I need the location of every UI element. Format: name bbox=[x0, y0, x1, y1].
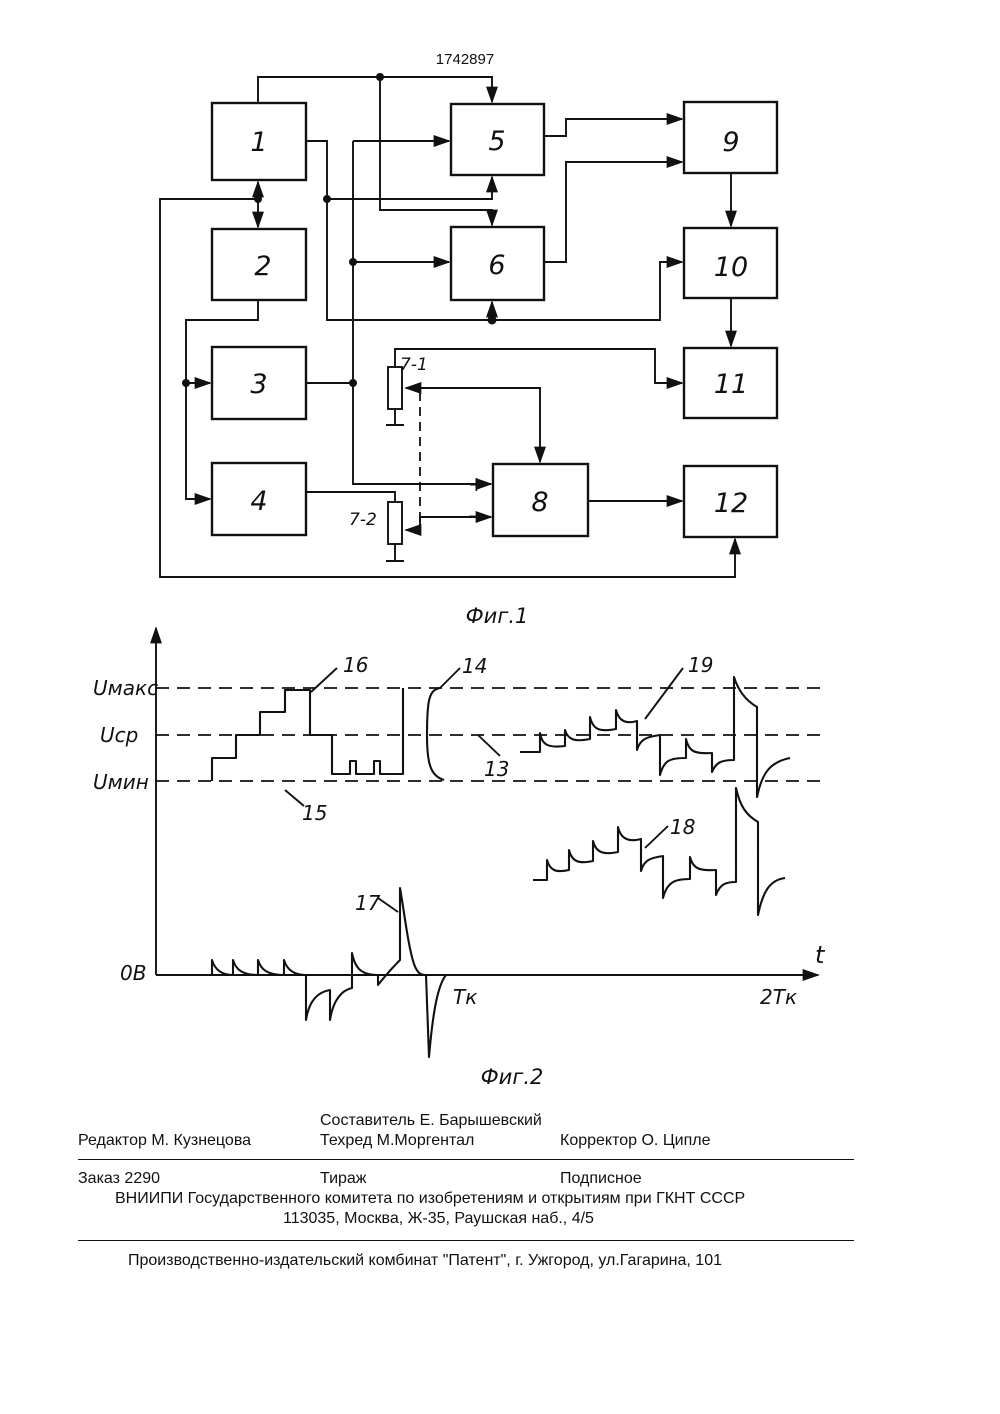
waveform-diagram: Uмакс Uср Uмин 0В 16 14 15 13 19 18 17 t… bbox=[93, 628, 826, 1057]
imprint-printer: Производственно-издательский комбинат "П… bbox=[128, 1252, 722, 1270]
block-label-5: 5 bbox=[488, 126, 505, 157]
imprint-subscription: Подписное bbox=[560, 1170, 642, 1188]
imprint-order: Заказ 2290 bbox=[78, 1170, 160, 1188]
callout-14: 14 bbox=[462, 654, 487, 678]
curve-18 bbox=[533, 788, 785, 915]
curve-14 bbox=[427, 688, 444, 780]
umax-label: Uмакс bbox=[93, 676, 158, 700]
imprint-editor: Редактор М. Кузнецова bbox=[78, 1132, 251, 1150]
imprint-corrector: Корректор О. Ципле bbox=[560, 1132, 711, 1150]
callout-leader-14 bbox=[440, 668, 460, 688]
block-label-2: 2 bbox=[254, 251, 271, 282]
imprint-rule-top bbox=[78, 1159, 854, 1160]
block-label-6: 6 bbox=[488, 250, 505, 281]
umin-label: Uмин bbox=[93, 770, 149, 794]
block-diagram: 1 2 3 4 5 6 8 9 10 11 12 7-1 7-2 + – bbox=[160, 73, 777, 577]
block-label-3: 3 bbox=[250, 369, 267, 400]
callout-17: 17 bbox=[355, 891, 381, 915]
fig2-caption: Фиг.2 bbox=[481, 1065, 544, 1089]
t-axis-label: t bbox=[815, 941, 826, 969]
connections bbox=[160, 73, 735, 577]
block-label-11: 11 bbox=[714, 369, 748, 400]
imprint-address: 113035, Москва, Ж-35, Раушская наб., 4/5 bbox=[283, 1210, 594, 1228]
callout-18: 18 bbox=[670, 815, 695, 839]
callout-leader-19 bbox=[645, 668, 683, 719]
zero-volt-label: 0В bbox=[120, 961, 146, 985]
curve-17 bbox=[156, 888, 456, 1057]
patent-number: 1742897 bbox=[436, 51, 494, 68]
block-label-8: 8 bbox=[531, 487, 548, 518]
imprint-rule-bottom bbox=[78, 1240, 854, 1241]
imprint-circulation: Тираж bbox=[320, 1170, 367, 1188]
imprint-techred: Техред М.Моргентал bbox=[320, 1132, 474, 1150]
block-label-4: 4 bbox=[250, 486, 267, 517]
callout-leader-17 bbox=[378, 898, 398, 912]
fig1-caption: Фиг.1 bbox=[466, 604, 529, 628]
2tk-label: 2Tк bbox=[760, 985, 797, 1009]
pot-label-7-2: 7-2 bbox=[349, 510, 377, 530]
pot-label-7-1: 7-1 bbox=[400, 355, 428, 375]
block-label-1: 1 bbox=[250, 127, 267, 158]
callout-19: 19 bbox=[688, 653, 713, 677]
block-label-12: 12 bbox=[714, 488, 748, 519]
imprint-organization: ВНИИПИ Государственного комитета по изоб… bbox=[115, 1190, 745, 1208]
block-label-10: 10 bbox=[714, 252, 748, 283]
block-label-9: 9 bbox=[722, 127, 739, 158]
callout-leader-18 bbox=[645, 826, 668, 848]
imprint-compiler: Составитель Е. Барышевский bbox=[320, 1112, 542, 1130]
minus-sign: – bbox=[468, 503, 478, 527]
ucp-label: Uср bbox=[100, 723, 138, 747]
callout-16: 16 bbox=[343, 653, 368, 677]
tk-label: Tк bbox=[453, 985, 477, 1009]
callout-15: 15 bbox=[302, 801, 327, 825]
curve-19 bbox=[520, 677, 790, 797]
callout-leader-13 bbox=[478, 735, 500, 756]
callout-13: 13 bbox=[484, 757, 509, 781]
